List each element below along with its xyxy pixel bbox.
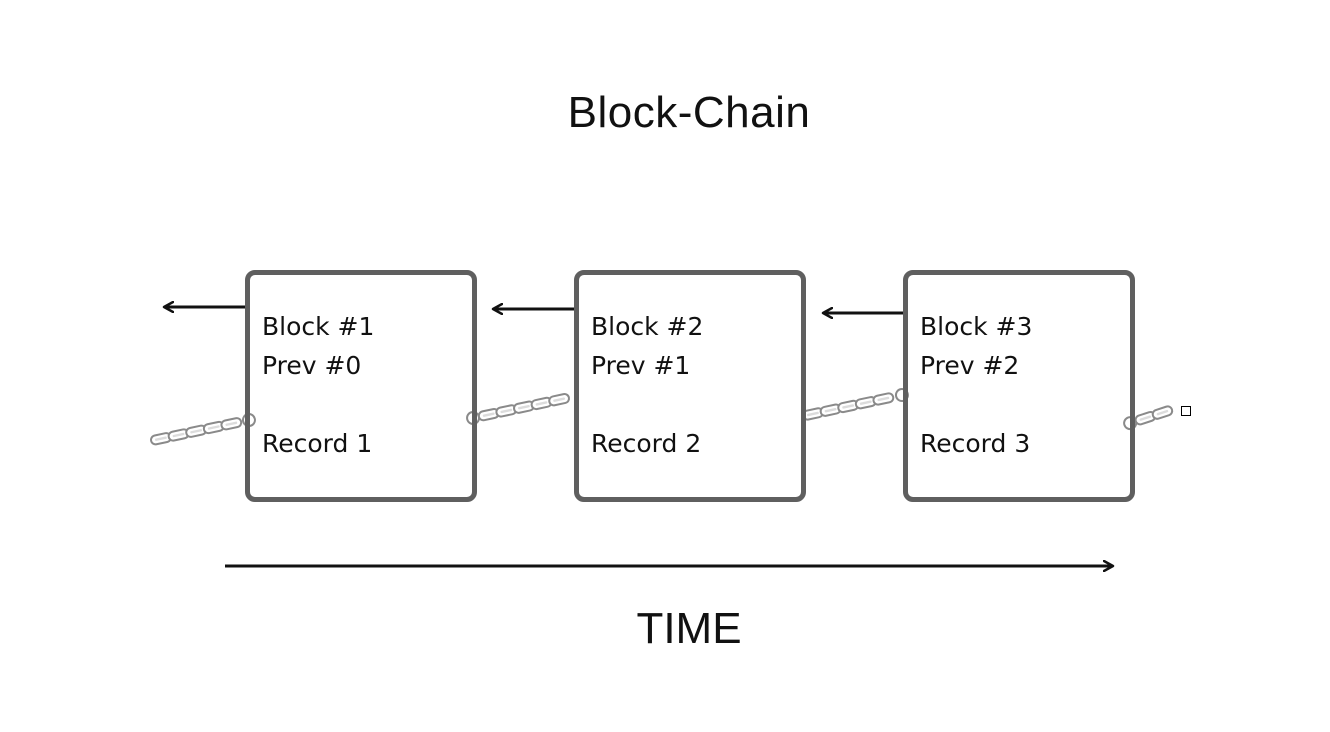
block-1: Block #1 Prev #0 Record 1 bbox=[245, 270, 477, 502]
block-id-label: Block #2 bbox=[591, 312, 704, 341]
record-label: Record 3 bbox=[920, 429, 1031, 458]
record-label: Record 2 bbox=[591, 429, 702, 458]
block-id-label: Block #3 bbox=[920, 312, 1033, 341]
block-2: Block #2 Prev #1 Record 2 bbox=[574, 270, 806, 502]
diagram-title: Block-Chain bbox=[567, 88, 811, 137]
prev-hash-label: Prev #2 bbox=[920, 351, 1020, 380]
block-id-label: Block #1 bbox=[262, 312, 375, 341]
record-label: Record 1 bbox=[262, 429, 373, 458]
prev-hash-label: Prev #0 bbox=[262, 351, 362, 380]
block-3: Block #3 Prev #2 Record 3 bbox=[903, 270, 1135, 502]
prev-hash-label: Prev #1 bbox=[591, 351, 691, 380]
selection-handle[interactable] bbox=[1181, 406, 1191, 416]
chain-link-icon bbox=[149, 413, 256, 447]
chain-link-icon bbox=[801, 388, 909, 422]
time-axis-label: TIME bbox=[636, 604, 742, 653]
chain-link-icon bbox=[466, 392, 571, 425]
